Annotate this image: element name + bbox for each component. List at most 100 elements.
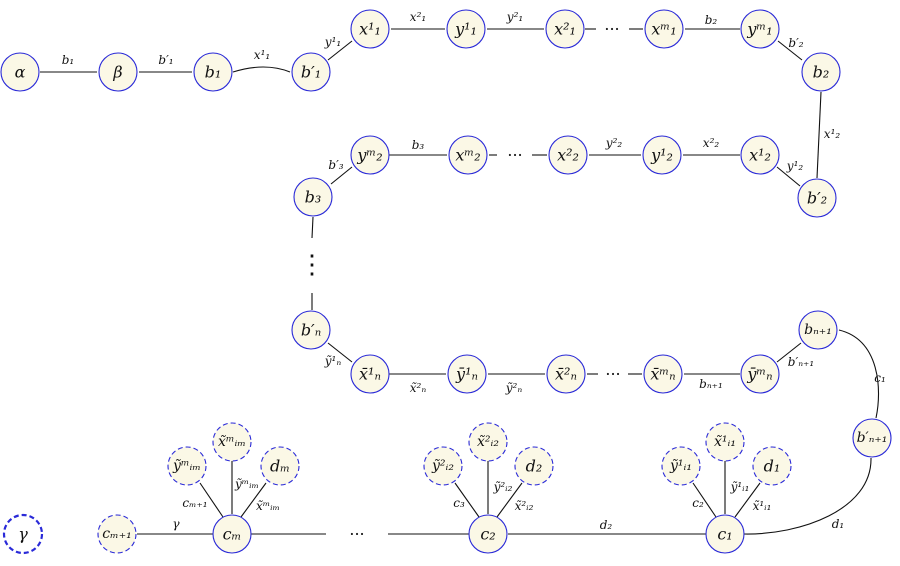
node-ytm: ỹᵐᵢₘ (167, 446, 207, 486)
edge-c1-yt1 (692, 482, 717, 518)
node-bn-prime: b′ₙ (291, 310, 331, 350)
nodes: α β b₁ b′₁ x¹₁ y¹₁ x²₁ xᵐ₁ yᵐ₁ b₂ b′₂ x¹… (0, 9, 892, 555)
svg-text:x̄ᵐₙ: x̄ᵐₙ (650, 365, 675, 384)
edge-label-cm-ytm: cₘ₊₁ (182, 496, 207, 510)
svg-text:b′₁: b′₁ (301, 63, 321, 82)
edge-label-xtnm-ytnm: bₙ₊₁ (699, 377, 723, 391)
edge-label-xm2-ym2: b₃ (412, 138, 425, 152)
ellipsis-row2: ··· (507, 146, 522, 165)
svg-text:y¹₁: y¹₁ (454, 20, 477, 39)
node-yt2: ỹ²ᵢ₂ (423, 446, 463, 486)
node-b1-prime: b′₁ (291, 52, 331, 92)
svg-text:β: β (112, 63, 122, 82)
edge-label-b2p-x12: y¹₂ (786, 159, 804, 173)
svg-text:x̄¹ₙ: x̄¹ₙ (359, 365, 381, 384)
node-beta: β (98, 52, 138, 92)
edge-label-ym2-b3: b′₃ (328, 158, 343, 172)
edge-label-xtn1-ytn1: x̃²ₙ (410, 381, 427, 395)
edge-c2-yt2 (454, 482, 480, 518)
edge-label-xm1-ym1: b₂ (705, 13, 718, 27)
node-cm: cₘ (212, 514, 252, 554)
svg-text:b₃: b₃ (305, 188, 322, 207)
node-x12: x¹₂ (740, 135, 780, 175)
svg-text:x̃ᵐᵢₘ: x̃ᵐᵢₘ (218, 434, 246, 450)
edge-label-cm1-cm: γ (172, 517, 180, 531)
node-c2: c₂ (468, 514, 508, 554)
node-bn1-prime: b′ₙ₊₁ (852, 418, 892, 458)
svg-text:b′₂: b′₂ (807, 189, 827, 208)
svg-text:ȳ¹ₙ: ȳ¹ₙ (455, 365, 478, 384)
ellipsis-row1: ··· (604, 20, 619, 39)
svg-text:b′ₙ: b′ₙ (301, 321, 321, 340)
edge-b2-b2p (816, 91, 822, 179)
svg-text:α: α (15, 63, 26, 82)
edge-bnp-xtn1 (327, 342, 353, 363)
node-xtnm: x̄ᵐₙ (643, 354, 683, 394)
node-x22: x²₂ (548, 135, 588, 175)
node-dm: dₘ (260, 446, 300, 486)
node-ytnm: ȳᵐₙ (740, 354, 780, 394)
edge-label-bnp-xtn1: ỹ¹ₙ (324, 354, 342, 368)
svg-text:dₘ: dₘ (270, 457, 290, 476)
node-bn1: bₙ₊₁ (798, 310, 838, 350)
edge-label-bn1-bn1p: c₁ (874, 371, 886, 385)
svg-text:xᵐ₁: xᵐ₁ (651, 20, 676, 39)
node-xtm: x̃ᵐᵢₘ (212, 422, 252, 462)
svg-text:c₁: c₁ (717, 525, 732, 544)
svg-text:ỹ¹ᵢ₁: ỹ¹ᵢ₁ (669, 458, 692, 474)
node-gamma: γ (2, 513, 44, 555)
edge-label-cm-xtm: ỹᵐᵢₘ (234, 477, 259, 491)
edge-labels: b₁ b′₁ x¹₁ y¹₁ x²₁ y²₁ b₂ b′₂ x¹₂ y¹₂ x²… (62, 10, 886, 532)
edge-label-x12-y12: x²₂ (703, 136, 720, 150)
svg-text:yᵐ₁: yᵐ₁ (746, 20, 772, 39)
edge-ytnm-bn1 (776, 342, 802, 363)
svg-text:x̃²ᵢ₂: x̃²ᵢ₂ (477, 434, 499, 450)
edge-bn1-bn1p (838, 329, 880, 419)
edge-label-ym1-b2: b′₂ (788, 36, 803, 50)
edge-label-ytn1-xtn2: ỹ²ₙ (505, 381, 523, 395)
node-ym2: yᵐ₂ (350, 135, 390, 175)
svg-text:cₘ: cₘ (223, 525, 242, 544)
edge-ym2-b3 (330, 166, 353, 185)
svg-text:c₂: c₂ (480, 525, 495, 544)
svg-text:xᵐ₂: xᵐ₂ (455, 146, 480, 165)
node-xtn2: x̄²ₙ (546, 354, 586, 394)
node-xm2: xᵐ₂ (448, 135, 488, 175)
node-d2: d₂ (514, 446, 554, 486)
svg-text:x²₂: x²₂ (557, 146, 579, 165)
node-b2: b₂ (801, 52, 841, 92)
svg-text:x¹₁: x¹₁ (359, 20, 381, 39)
edge-label-x11-y11: x²₁ (410, 10, 426, 24)
node-xt2: x̃²ᵢ₂ (468, 422, 508, 462)
edge-label-y12-x22: y²₂ (605, 136, 623, 150)
svg-text:d₂: d₂ (526, 457, 543, 476)
svg-text:d₁: d₁ (764, 457, 781, 476)
svg-text:b′ₙ₊₁: b′ₙ₊₁ (857, 430, 888, 446)
svg-text:x̃¹ᵢ₁: x̃¹ᵢ₁ (714, 434, 736, 450)
svg-text:bₙ₊₁: bₙ₊₁ (804, 322, 832, 338)
svg-text:x²₁: x²₁ (554, 20, 576, 39)
edge-label-c1-yt1: c₂ (692, 496, 704, 510)
edge-label-bn1p-c1: d₁ (832, 517, 845, 531)
edge-b1p-x11 (327, 40, 353, 61)
edge-ym1-b2 (777, 40, 803, 61)
svg-text:yᵐ₂: yᵐ₂ (356, 146, 382, 165)
node-yt1: ỹ¹ᵢ₁ (661, 446, 701, 486)
node-d1: d₁ (752, 446, 792, 486)
node-alpha: α (0, 52, 40, 92)
ellipsis-row3: ··· (605, 365, 620, 384)
svg-text:cₘ₊₁: cₘ₊₁ (102, 526, 131, 542)
node-b1: b₁ (193, 52, 233, 92)
edge-b1-b1p (232, 66, 291, 73)
node-b3: b₃ (293, 177, 333, 217)
edges (40, 28, 880, 535)
node-y12: y¹₂ (642, 135, 682, 175)
edge-label-c2-c1: d₂ (600, 518, 613, 532)
edge-cm-ytm (199, 482, 224, 518)
edge-label-b1-b1p: x¹₁ (254, 48, 270, 62)
svg-text:b₂: b₂ (813, 63, 830, 82)
edge-label-c2-yt2: c₃ (453, 496, 465, 510)
edge-label-ytnm-bn1: b′ₙ₊₁ (788, 355, 814, 369)
